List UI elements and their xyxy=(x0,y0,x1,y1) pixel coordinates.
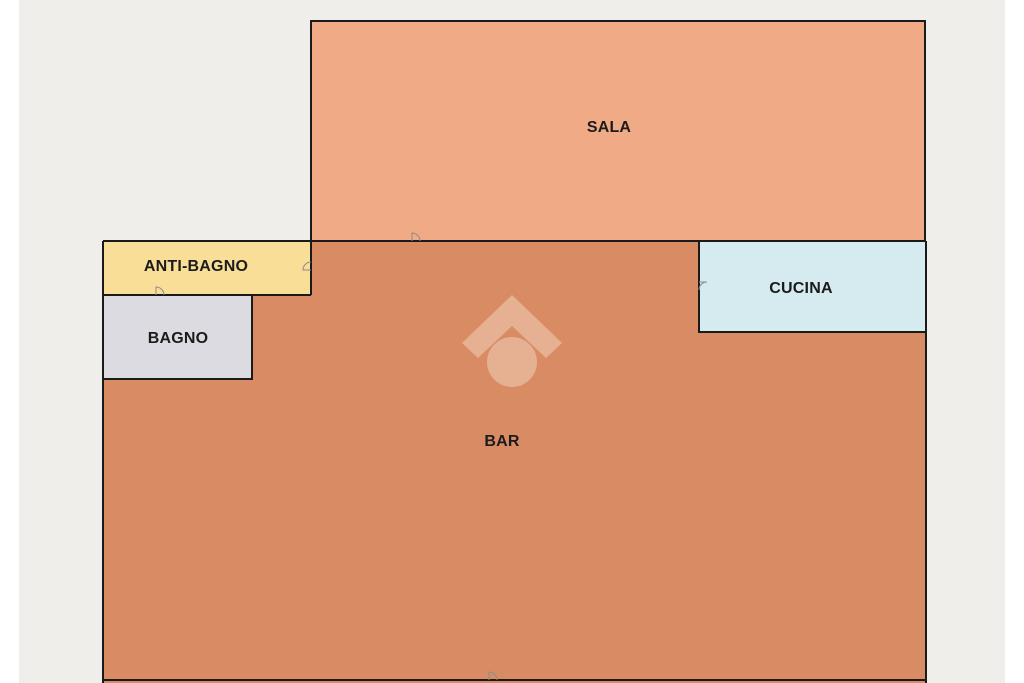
door-marks xyxy=(155,232,708,681)
room-cucina xyxy=(699,241,926,332)
door-antibagno-bar xyxy=(302,261,312,271)
room-label-bagno: BAGNO xyxy=(147,330,209,347)
house-logo-icon xyxy=(462,295,562,387)
room-bar xyxy=(103,241,927,683)
door-bagno-antibagno xyxy=(155,286,165,296)
room-bagno xyxy=(103,295,252,379)
room-sala xyxy=(311,21,925,241)
room-label-bar: BAR xyxy=(484,433,520,450)
room-label-anti-bagno: ANTI-BAGNO xyxy=(143,258,249,275)
room-label-sala: SALA xyxy=(586,119,632,136)
room-anti-bagno xyxy=(103,241,311,295)
walls xyxy=(102,20,927,683)
door-entrance xyxy=(488,671,498,681)
door-sala-bar xyxy=(411,232,421,242)
door-cucina-bar xyxy=(698,281,708,291)
room-label-cucina: CUCINA xyxy=(769,280,833,297)
